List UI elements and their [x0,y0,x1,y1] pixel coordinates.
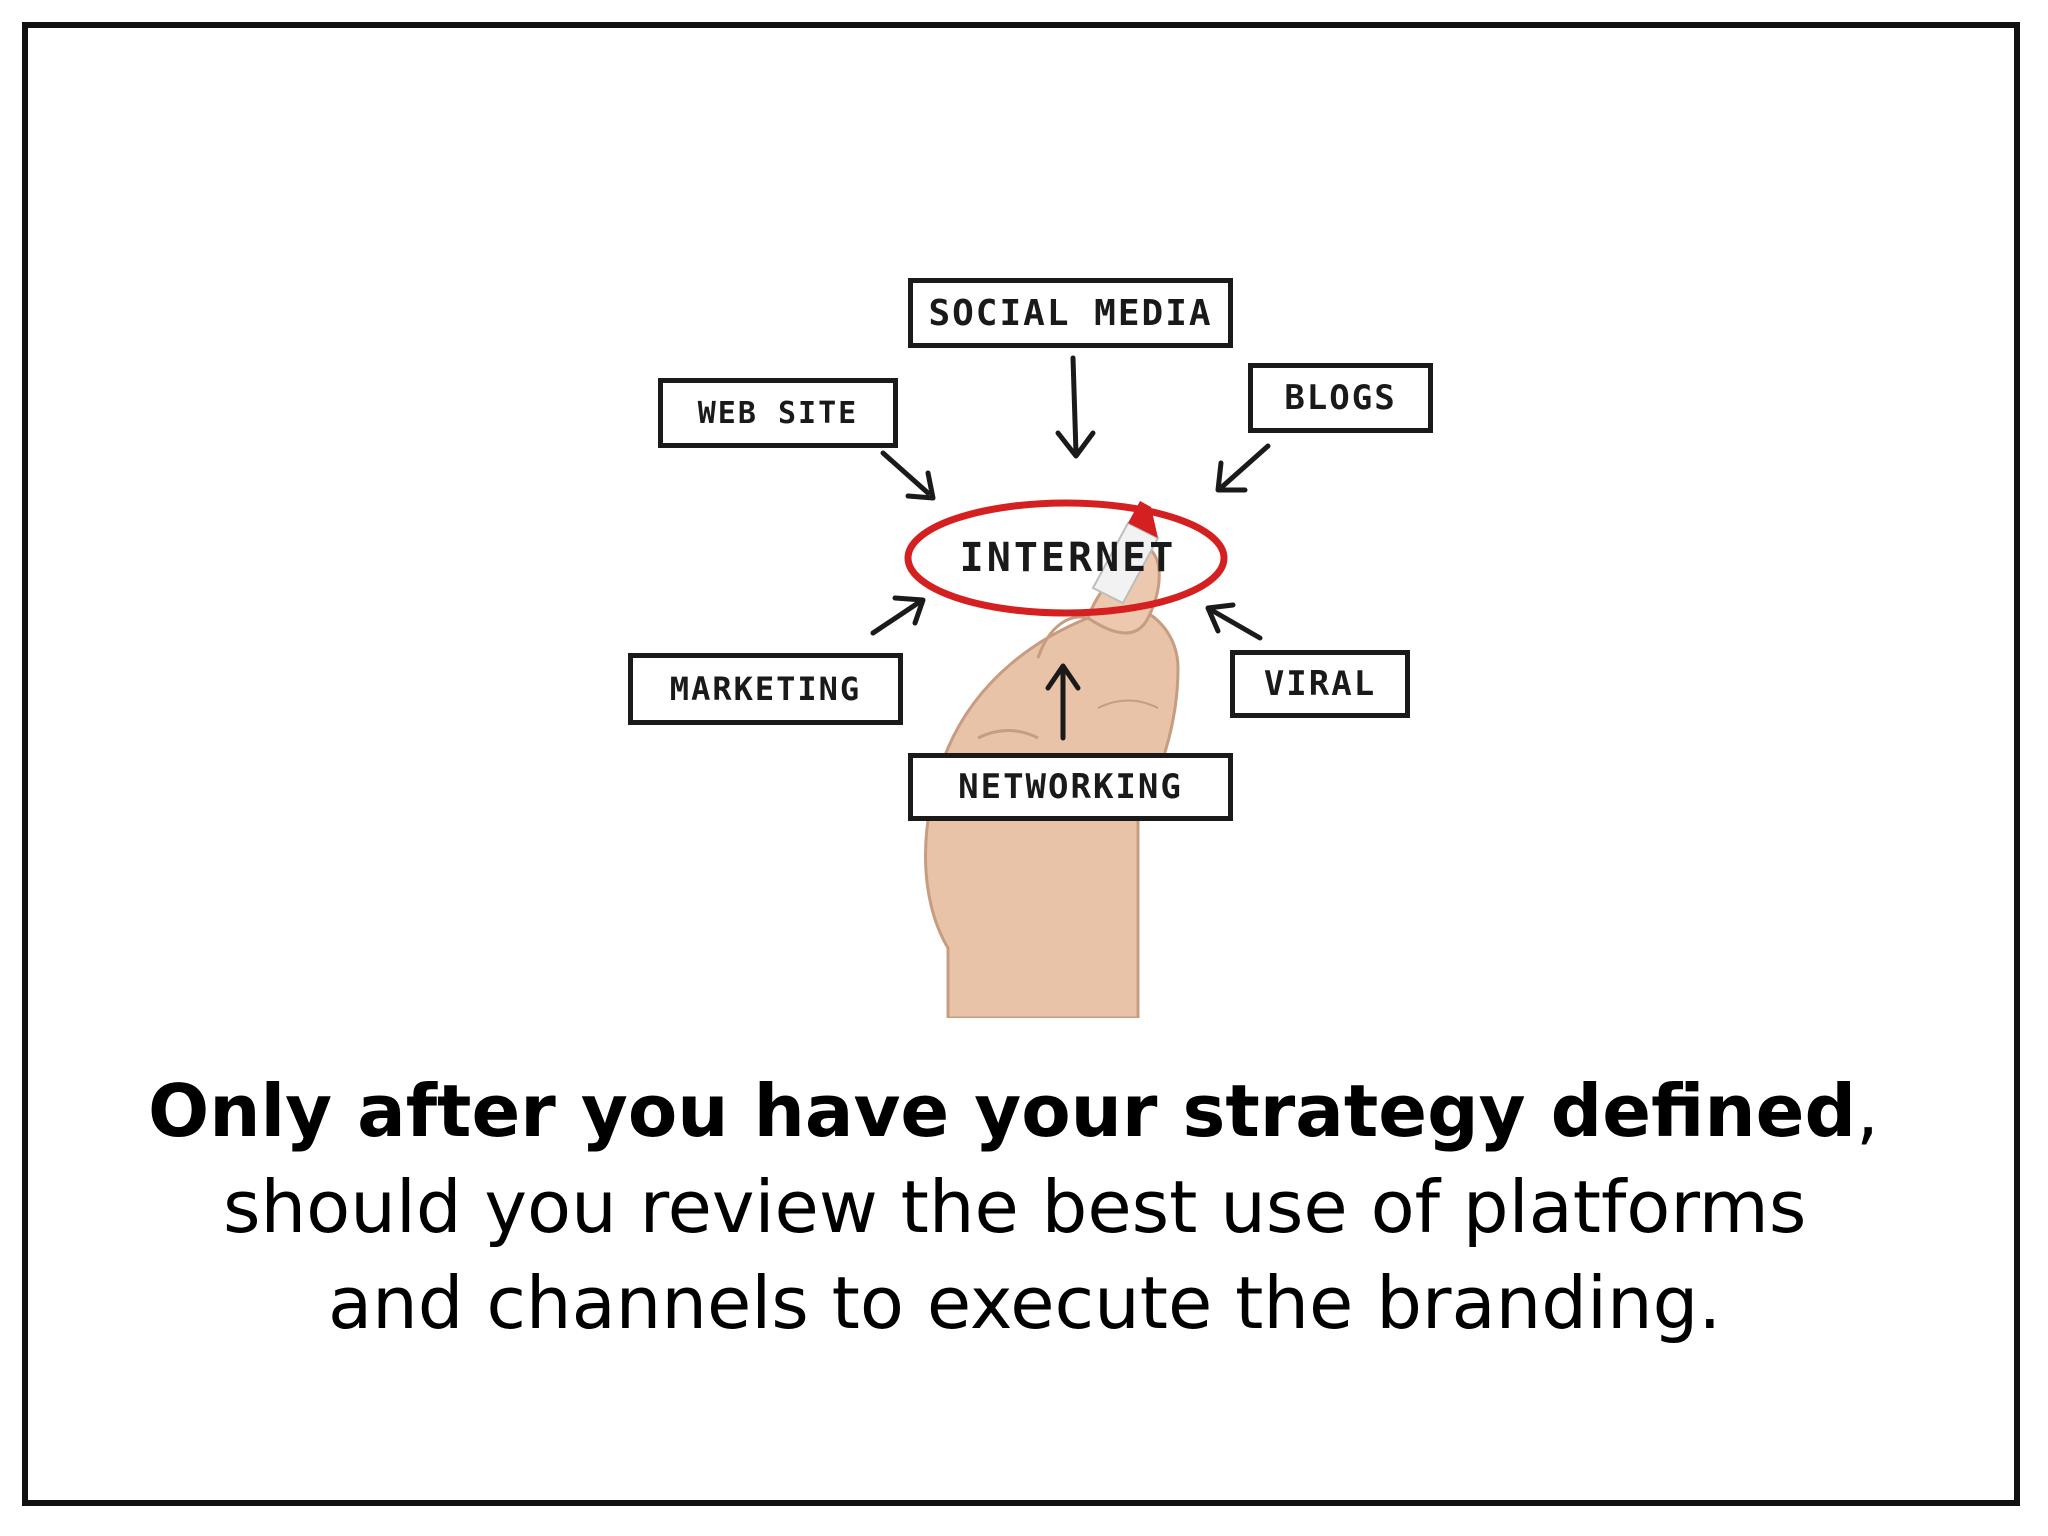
arrow-viral [1210,608,1263,641]
node-blogs: BLOGS [1248,363,1433,433]
node-viral: VIRAL [1230,650,1410,718]
internet-diagram: INTERNET SOCIAL MEDIA WEB SITE BLOGS MAR… [618,258,1478,1018]
internet-label: INTERNET [959,535,1177,581]
node-social-media: SOCIAL MEDIA [908,278,1233,348]
node-marketing: MARKETING [628,653,903,725]
internet-highlight-ellipse [904,499,1228,617]
arrow-web-site [880,450,931,496]
node-networking: NETWORKING [908,753,1233,821]
caption-line-1: Only after you have your strategy define… [148,1063,1948,1159]
arrow-social-media [1070,355,1079,456]
caption-comma: , [1856,1069,1879,1153]
slide-frame: INTERNET SOCIAL MEDIA WEB SITE BLOGS MAR… [22,22,2020,1506]
caption-line-3: and channels to execute the branding. [328,1261,1722,1345]
node-web-site: WEB SITE [658,378,898,448]
arrow-marketing [870,600,921,636]
caption-line-2: should you review the best use of platfo… [223,1165,1807,1249]
connector-arrows [870,355,1271,741]
arrow-blogs [1220,443,1271,489]
caption-bold-text: Only after you have your strategy define… [148,1069,1857,1153]
caption: Only after you have your strategy define… [148,1063,1948,1351]
